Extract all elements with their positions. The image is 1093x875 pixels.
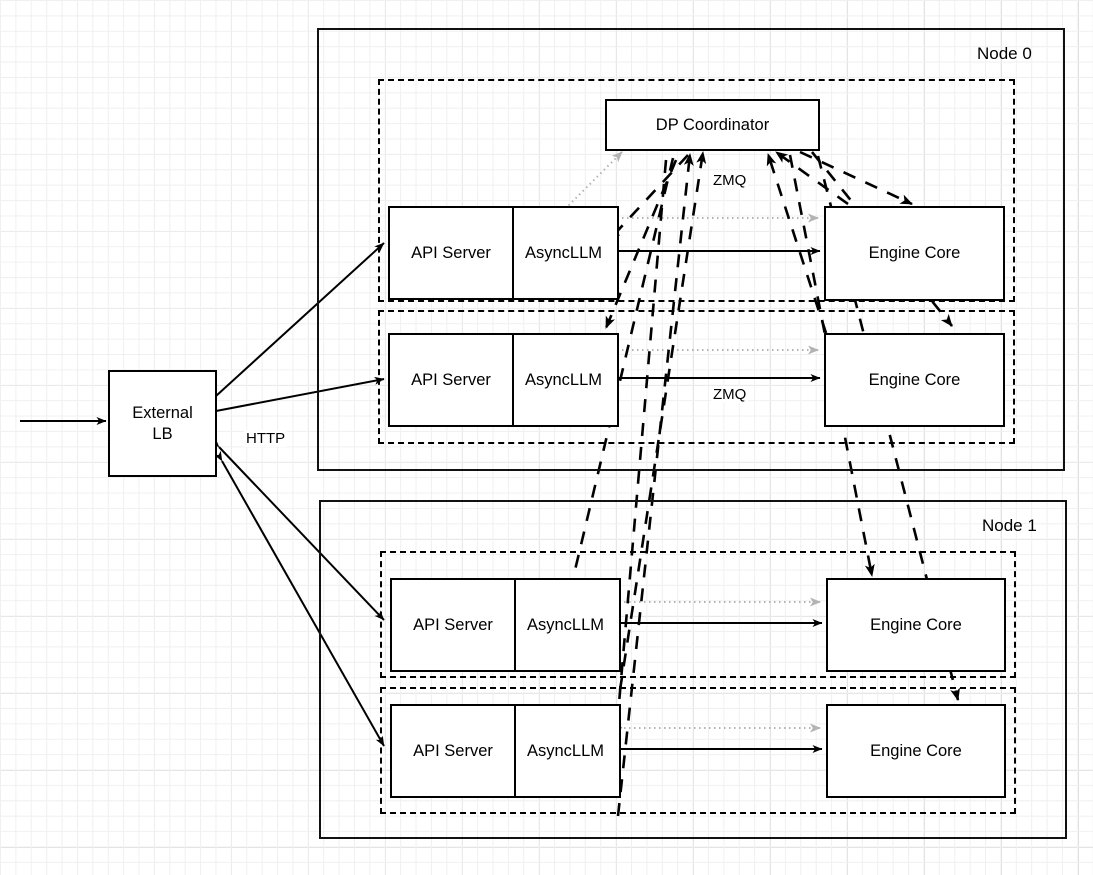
node-0-group-0-container [378, 79, 1015, 302]
node-1-group-1-engine-core-label: Engine Core [870, 741, 962, 760]
http-edge-label: HTTP [244, 430, 288, 447]
dp-coordinator-box[interactable]: DP Coordinator [605, 99, 820, 151]
node-0-group-1-api-unit[interactable]: API Server AsyncLLM [388, 333, 619, 427]
edge-lb-to-node1-api1 [213, 450, 385, 747]
node-1-group-1-asyncllm-label: AsyncLLM [526, 741, 605, 760]
edge-dashed-coord-to-node1-async0 [563, 157, 675, 609]
node-0-group-1-asyncllm-label: AsyncLLM [524, 370, 603, 389]
edge-dotted-asyncllm-to-coordinator [564, 151, 623, 210]
edge-dashed-coord-node0-engine1 [766, 153, 828, 334]
node-1-group-0-api-unit[interactable]: API Server AsyncLLM [390, 578, 621, 672]
node-0-group-0-api-unit[interactable]: API Server AsyncLLM [388, 206, 619, 300]
node-1-group-1-engine-core[interactable]: Engine Core [826, 704, 1006, 798]
edge-dashed-coord-to-node0-engine0 [799, 150, 913, 206]
external-lb-box[interactable]: External LB [108, 370, 217, 477]
external-lb-label-line2: LB [152, 424, 173, 443]
node-1-group-0-api-server-label: API Server [392, 580, 516, 670]
dp-coordinator-label: DP Coordinator [655, 115, 770, 134]
edge-dashed-coord-to-node1-async1 [612, 159, 668, 739]
edge-dashed-coord-to-node0-async0 [608, 154, 689, 241]
edge-lb-to-node0-api1 [205, 376, 385, 417]
node-1-group-1-api-unit[interactable]: API Server AsyncLLM [390, 704, 621, 798]
edge-dashed-coord-node1-engine0 [618, 151, 707, 691]
node-0-group-1-api-server-label: API Server [390, 335, 514, 425]
node-0-group-0-engine-core[interactable]: Engine Core [824, 206, 1005, 301]
node-0-group-0-engine-core-label: Engine Core [868, 244, 961, 263]
node-1-group-1-container [380, 687, 1016, 814]
node-1-group-0-engine-core-label: Engine Core [870, 615, 962, 634]
node-0-label: Node 0 [977, 44, 1032, 63]
edge-dashed-coord-node0-engine0 [775, 150, 849, 206]
edge-lb-to-node0-api0 [206, 242, 385, 406]
external-lb-label-line1: External [132, 403, 193, 422]
node-0-group-0-api-server-label: API Server [390, 208, 514, 298]
edge-dashed-coord-node1-engine1 [616, 153, 694, 817]
node-1-label: Node 1 [982, 516, 1037, 535]
node-1-group-1-api-server-label: API Server [392, 706, 516, 796]
node-1-group-0-engine-core[interactable]: Engine Core [826, 578, 1006, 672]
node-0-group-1-engine-core-label: Engine Core [868, 370, 961, 389]
node-0-group-0-zmq-label: ZMQ [711, 172, 749, 189]
node-1-group-0-asyncllm-label: AsyncLLM [526, 615, 605, 634]
node-0-group-0-asyncllm-label: AsyncLLM [524, 243, 603, 262]
node-0-group-1-zmq-label: ZMQ [711, 386, 749, 403]
node-0-group-1-engine-core[interactable]: Engine Core [824, 333, 1005, 427]
